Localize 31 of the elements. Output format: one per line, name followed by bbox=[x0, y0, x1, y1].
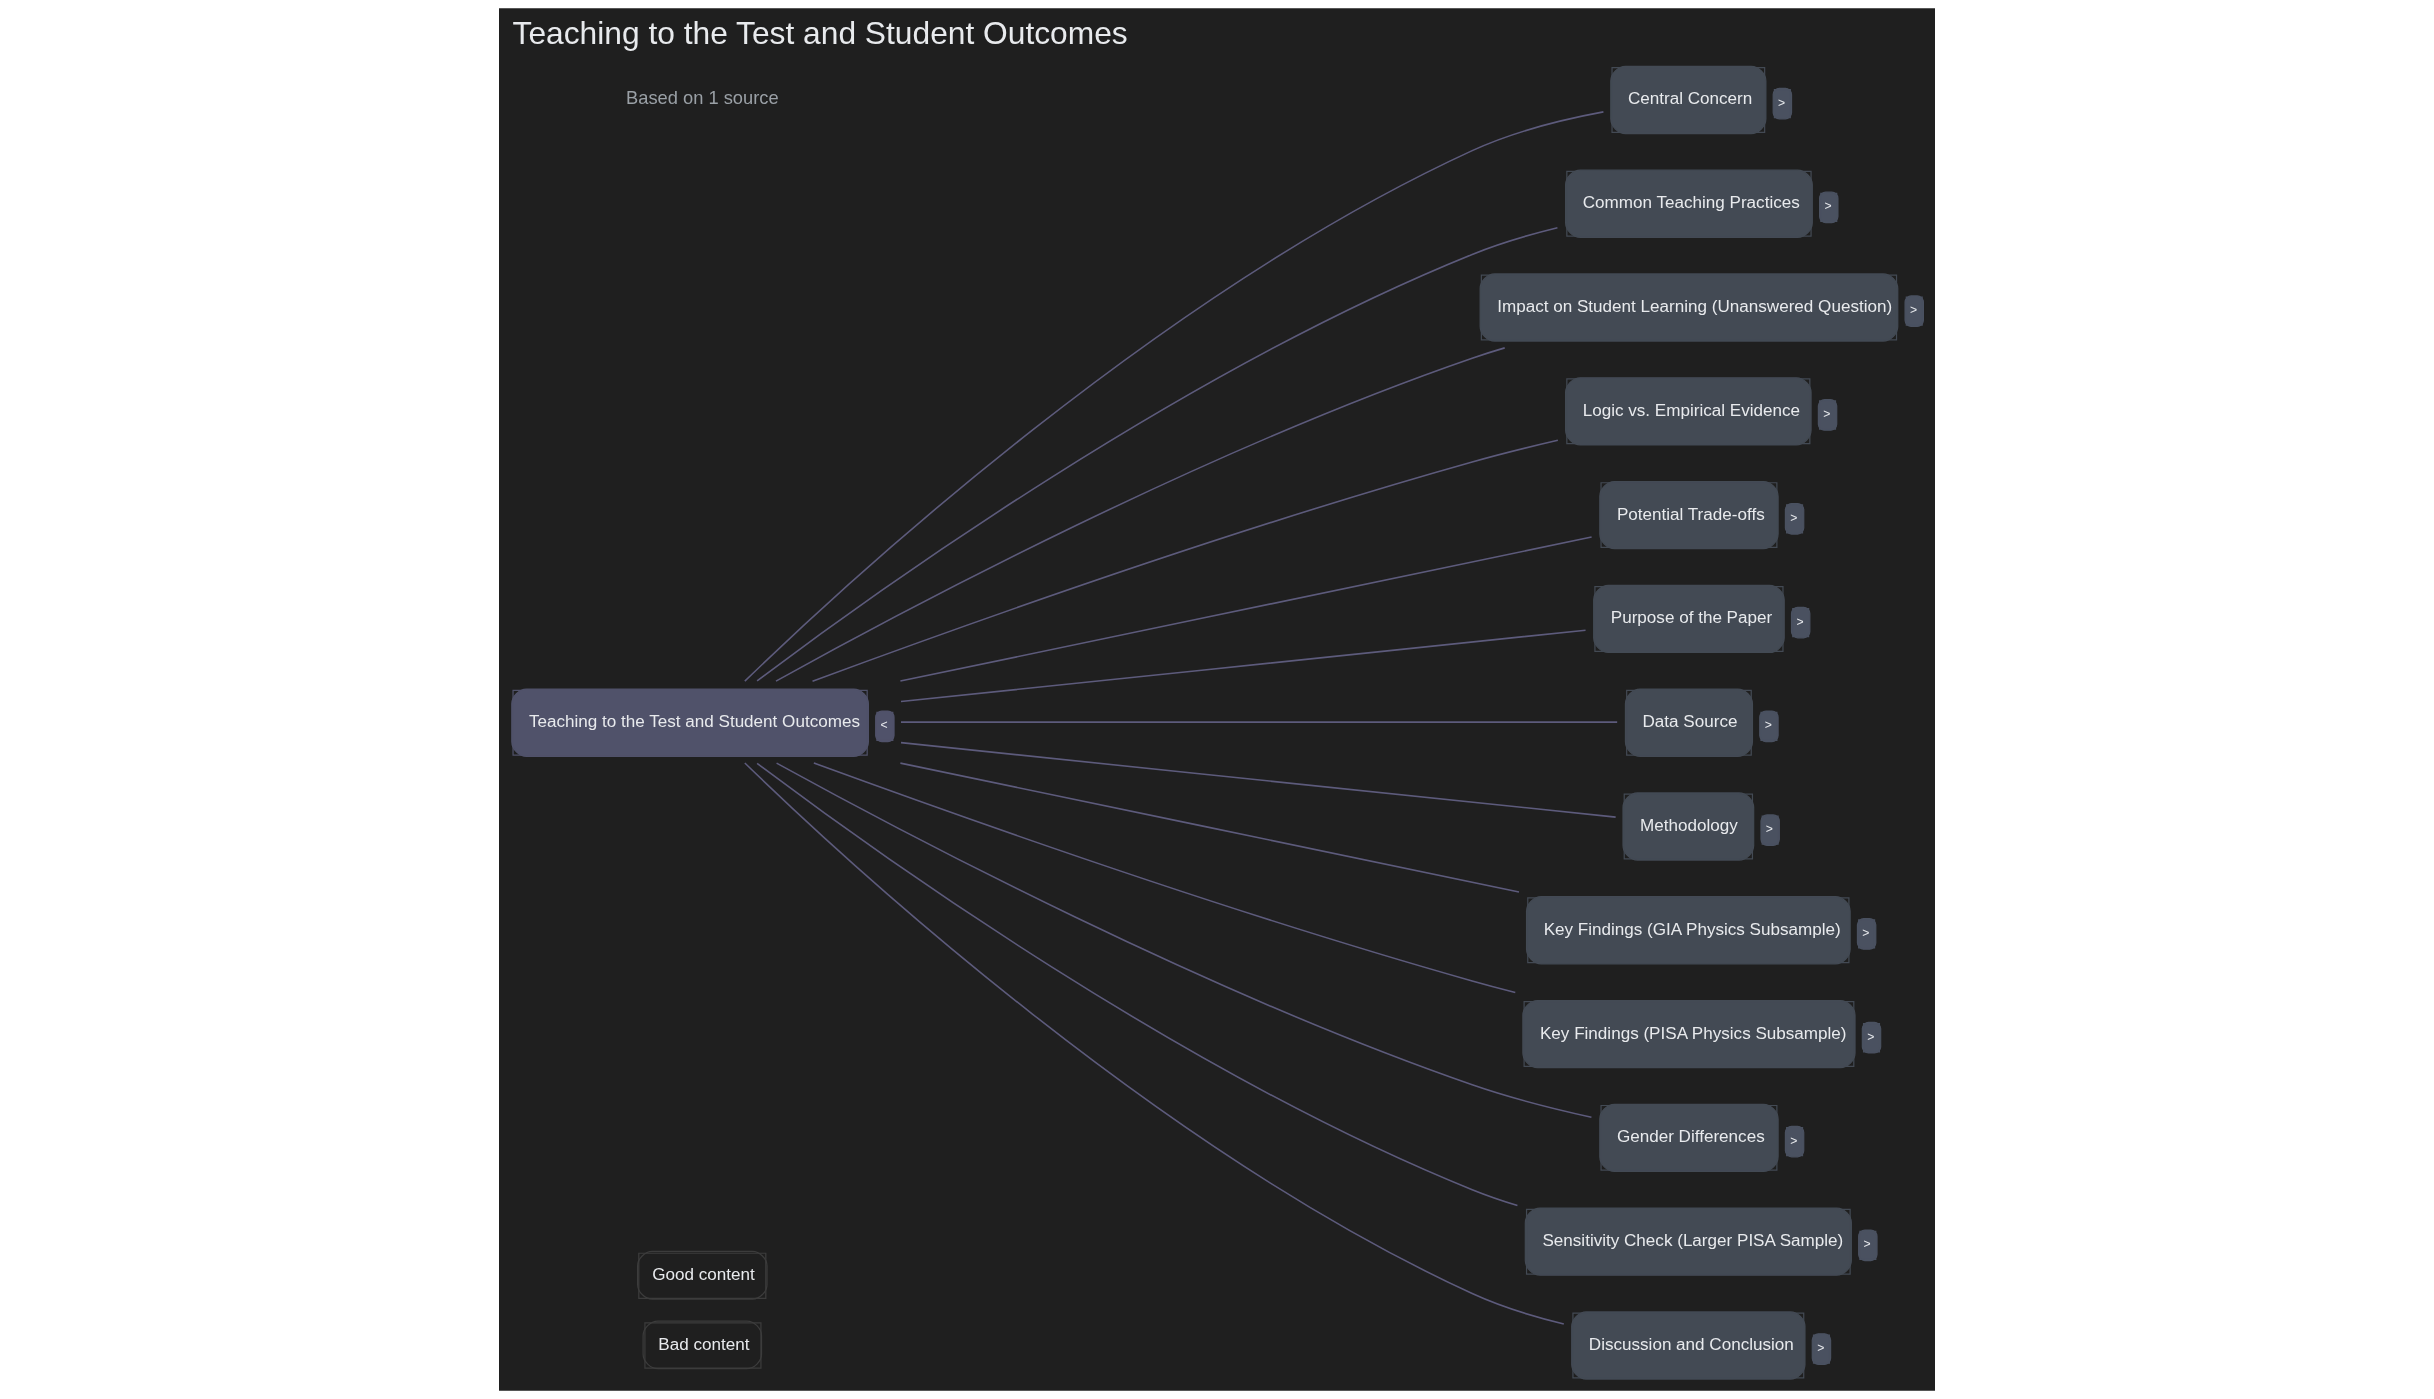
node-label: > bbox=[1790, 510, 1798, 525]
node-label: > bbox=[1790, 1133, 1798, 1148]
connector bbox=[899, 536, 1593, 682]
connector bbox=[900, 741, 1617, 818]
connector bbox=[900, 629, 1587, 703]
connector bbox=[775, 762, 1593, 1118]
connector bbox=[744, 111, 1605, 682]
node-label: > bbox=[1909, 303, 1918, 318]
connector bbox=[900, 721, 1618, 723]
connector bbox=[756, 762, 1519, 1207]
node-label: < bbox=[880, 718, 888, 733]
label: Good content bbox=[652, 1265, 755, 1285]
connector bbox=[744, 762, 1565, 1325]
label: Based on 1 source bbox=[626, 86, 779, 108]
connector bbox=[756, 226, 1559, 682]
node-label: > bbox=[1863, 1237, 1871, 1252]
connector bbox=[775, 347, 1506, 682]
node-label: > bbox=[1764, 718, 1772, 733]
connector bbox=[811, 439, 1559, 682]
node-label: > bbox=[1862, 926, 1870, 940]
connector bbox=[813, 762, 1517, 994]
connector bbox=[899, 762, 1520, 893]
label: Bad content bbox=[658, 1334, 750, 1354]
node-label: > bbox=[1824, 199, 1832, 214]
node-label: > bbox=[1817, 1341, 1825, 1356]
node-label: > bbox=[1765, 822, 1774, 837]
node-label: > bbox=[1867, 1029, 1875, 1044]
node-label: > bbox=[1778, 95, 1786, 110]
node-label: > bbox=[1796, 614, 1804, 629]
node-label: > bbox=[1823, 407, 1831, 422]
diagram-title: Teaching to the Test and Student Outcomes bbox=[512, 14, 1128, 51]
